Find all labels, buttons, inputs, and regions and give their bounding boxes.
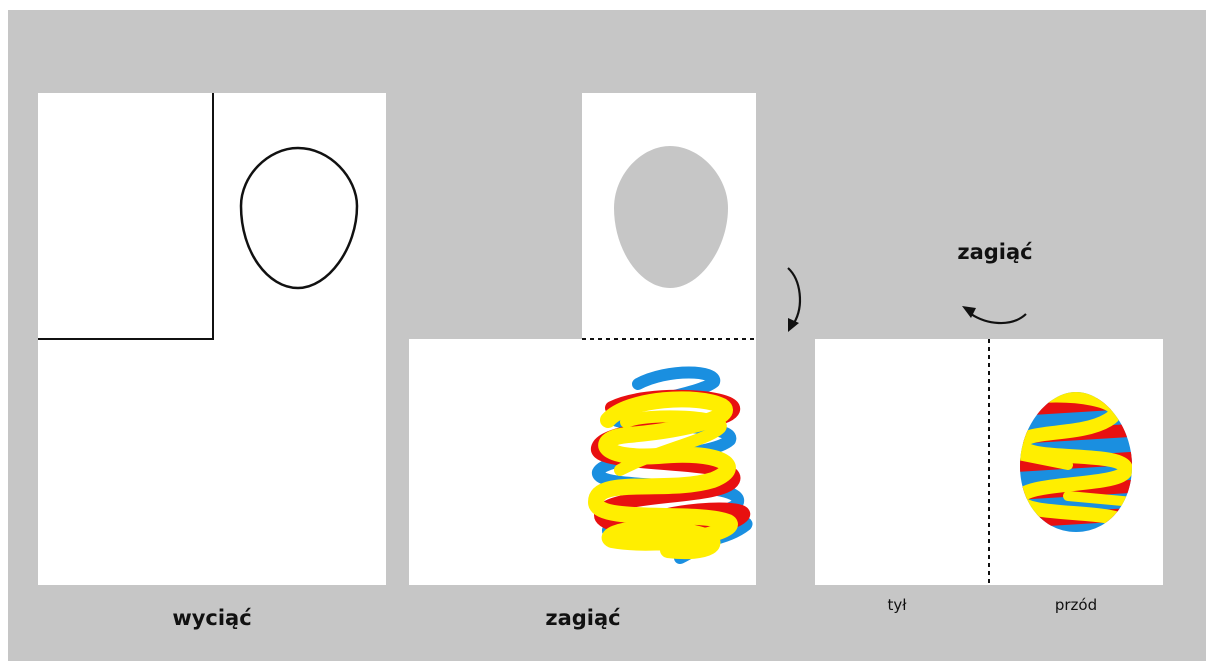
card-art	[962, 306, 1132, 585]
scribble-drawing	[588, 366, 753, 564]
cut-line	[38, 93, 359, 340]
caption-back: tył	[887, 596, 907, 614]
egg-outline-icon	[239, 146, 359, 290]
caption-fold-middle: zagiąć	[545, 606, 621, 630]
caption-cut: wyciąć	[172, 606, 252, 630]
curved-arrow-left-icon	[970, 313, 1027, 325]
middle-panel-art	[582, 146, 802, 564]
caption-fold-right: zagiąć	[957, 240, 1033, 264]
curved-arrow-down-icon	[787, 267, 802, 324]
egg-hole-icon	[614, 146, 728, 288]
decorated-egg-icon	[1020, 392, 1132, 532]
diagram-canvas: wyciąć zagiąć zagiąć tył przód	[8, 10, 1206, 661]
caption-front: przód	[1054, 596, 1098, 614]
